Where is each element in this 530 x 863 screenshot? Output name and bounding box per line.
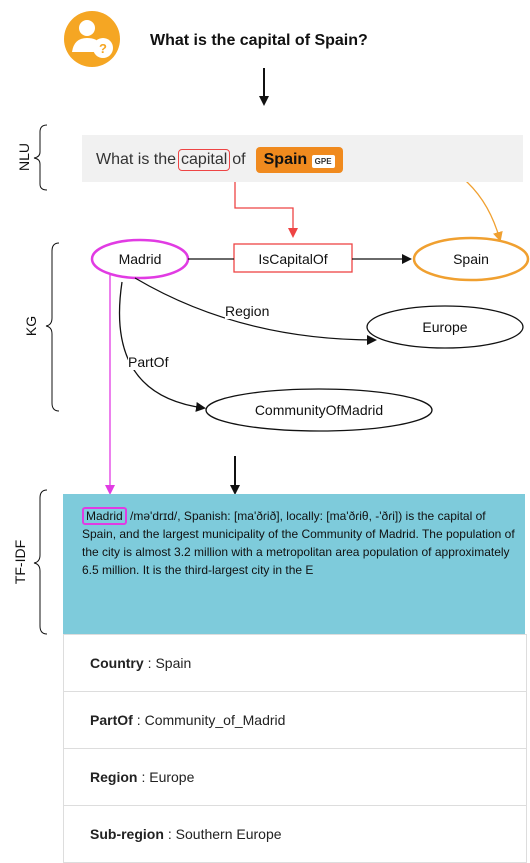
nlu-entity-text: Spain <box>263 151 308 168</box>
node-europe <box>366 305 524 349</box>
table-row: Sub-region: Southern Europe <box>64 805 526 862</box>
tfidf-panel <box>63 494 525 634</box>
relation-label: IsCapitalOf <box>258 251 328 267</box>
node-spain-label: Spain <box>453 251 489 267</box>
row-key: Region <box>90 769 138 785</box>
nlu-label: NLU <box>16 143 32 172</box>
row-value: Southern Europe <box>175 826 282 842</box>
relation-box <box>233 243 353 273</box>
row-key: PartOf <box>90 712 133 728</box>
tfidf-label: TF-IDF <box>12 539 28 585</box>
edge-region-label: Region <box>225 303 270 319</box>
node-madrid-label: Madrid <box>118 251 162 267</box>
nlu-entity: Spain GPE <box>255 147 343 173</box>
tfidf-body: /mə'drɪd/, Spanish: [ma'ðɾið], locally: … <box>82 509 515 577</box>
nlu-entity-tag: GPE <box>311 155 335 168</box>
tfidf-highlight: Madrid <box>82 507 127 525</box>
svg-text:?: ? <box>99 41 107 56</box>
edge-partof <box>118 281 206 412</box>
nlu-middle: of <box>232 151 246 168</box>
info-table: Country: Spain PartOf: Community_of_Madr… <box>63 634 527 863</box>
nlu-sentence: What is the capital of Spain GPE <box>96 147 343 173</box>
row-key: Country <box>90 655 144 671</box>
row-value: Europe <box>149 769 195 785</box>
tfidf-bracket <box>33 489 48 635</box>
nlu-capital-highlight: capital <box>178 149 231 171</box>
row-value: Community_of_Madrid <box>144 712 286 728</box>
table-row: PartOf: Community_of_Madrid <box>64 691 526 748</box>
row-key: Sub-region <box>90 826 164 842</box>
table-row: Country: Spain <box>64 634 526 691</box>
kg-label: KG <box>23 315 39 337</box>
kg-bracket <box>45 242 60 412</box>
user-question-icon: ? <box>64 11 120 67</box>
node-community <box>205 388 433 432</box>
edge-region <box>134 277 377 345</box>
node-spain <box>412 236 530 282</box>
arrow-capital-to-relation <box>234 173 298 238</box>
nlu-prefix: What is the <box>96 151 177 168</box>
node-community-label: CommunityOfMadrid <box>254 402 384 418</box>
node-europe-label: Europe <box>422 319 468 335</box>
row-value: Spain <box>155 655 192 671</box>
question-text: What is the capital of Spain? <box>150 32 368 49</box>
nlu-bracket <box>33 124 48 191</box>
table-row: Region: Europe <box>64 748 526 805</box>
tfidf-paragraph: Madrid /mə'drɪd/, Spanish: [ma'ðɾið], lo… <box>82 507 522 579</box>
edge-partof-label: PartOf <box>128 354 169 370</box>
